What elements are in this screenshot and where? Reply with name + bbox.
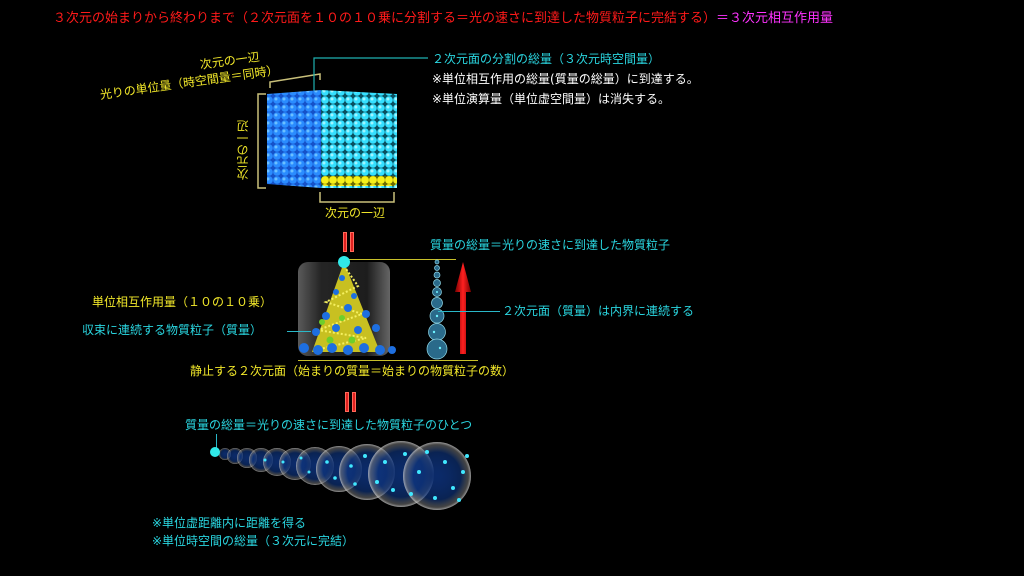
surface-pointer-line bbox=[438, 311, 500, 312]
bottom-guide-line bbox=[298, 360, 478, 361]
chain-note-1: ※単位虚距離内に距離を得る bbox=[152, 516, 307, 530]
page-title: ３次元の始まりから終わりまで（２次元面を１０の１０乗に分割する＝光の速さに到達し… bbox=[53, 12, 833, 26]
cylinder-cone-diagram bbox=[298, 256, 396, 356]
label-converging-particles: 収束に連続する物質粒子（質量） bbox=[82, 323, 263, 337]
label-cube-vertical-edge: 次元の一辺 bbox=[236, 120, 250, 180]
cube-note-1: ※単位相互作用の総量(質量の総量）に到達する。 bbox=[432, 72, 699, 86]
title-main: ３次元の始まりから終わりまで（２次元面を１０の１０乗に分割する＝光の速さに到達し… bbox=[53, 11, 717, 26]
vertical-edge-bracket bbox=[257, 93, 266, 189]
label-light-unit: 光りの単位量（時空間量＝同時） bbox=[99, 63, 280, 102]
title-suffix: ＝３次元相互作用量 bbox=[716, 11, 834, 26]
chain-note-2: ※単位時空間の総量（３次元に完結） bbox=[152, 534, 355, 548]
top-guide-line bbox=[344, 259, 456, 260]
particle-tower bbox=[426, 259, 448, 360]
chain-pointer-line bbox=[216, 434, 217, 450]
equals-sign-1 bbox=[343, 232, 355, 252]
upward-red-arrow bbox=[455, 262, 471, 354]
equals-sign-2 bbox=[345, 392, 357, 412]
label-single-particle: 質量の総量＝光りの速さに到達した物質粒子のひとつ bbox=[185, 418, 473, 432]
sphere-chain bbox=[210, 441, 471, 510]
converging-pointer-line bbox=[287, 331, 311, 332]
cube-note-2: ※単位演算量（単位虚空間量）は消失する。 bbox=[432, 92, 671, 106]
callout-3d-spacetime: ２次元面の分割の総量（３次元時空間量） bbox=[432, 52, 661, 66]
bottom-edge-bracket bbox=[319, 192, 395, 203]
particle-cube bbox=[267, 90, 397, 188]
label-2d-surface-inner: ２次元面（質量）は内界に連続する bbox=[502, 304, 695, 318]
callout-line bbox=[313, 57, 428, 103]
label-mass-total: 質量の総量＝光りの速さに到達した物質粒子 bbox=[430, 238, 671, 252]
label-static-2d-surface: 静止する２次元面（始まりの質量＝始まりの物質粒子の数） bbox=[190, 364, 515, 378]
top-edge-bracket bbox=[269, 73, 321, 88]
label-cube-bottom-edge: 次元の一辺 bbox=[325, 206, 386, 220]
label-unit-interaction: 単位相互作用量（１０の１０乗） bbox=[92, 295, 273, 309]
